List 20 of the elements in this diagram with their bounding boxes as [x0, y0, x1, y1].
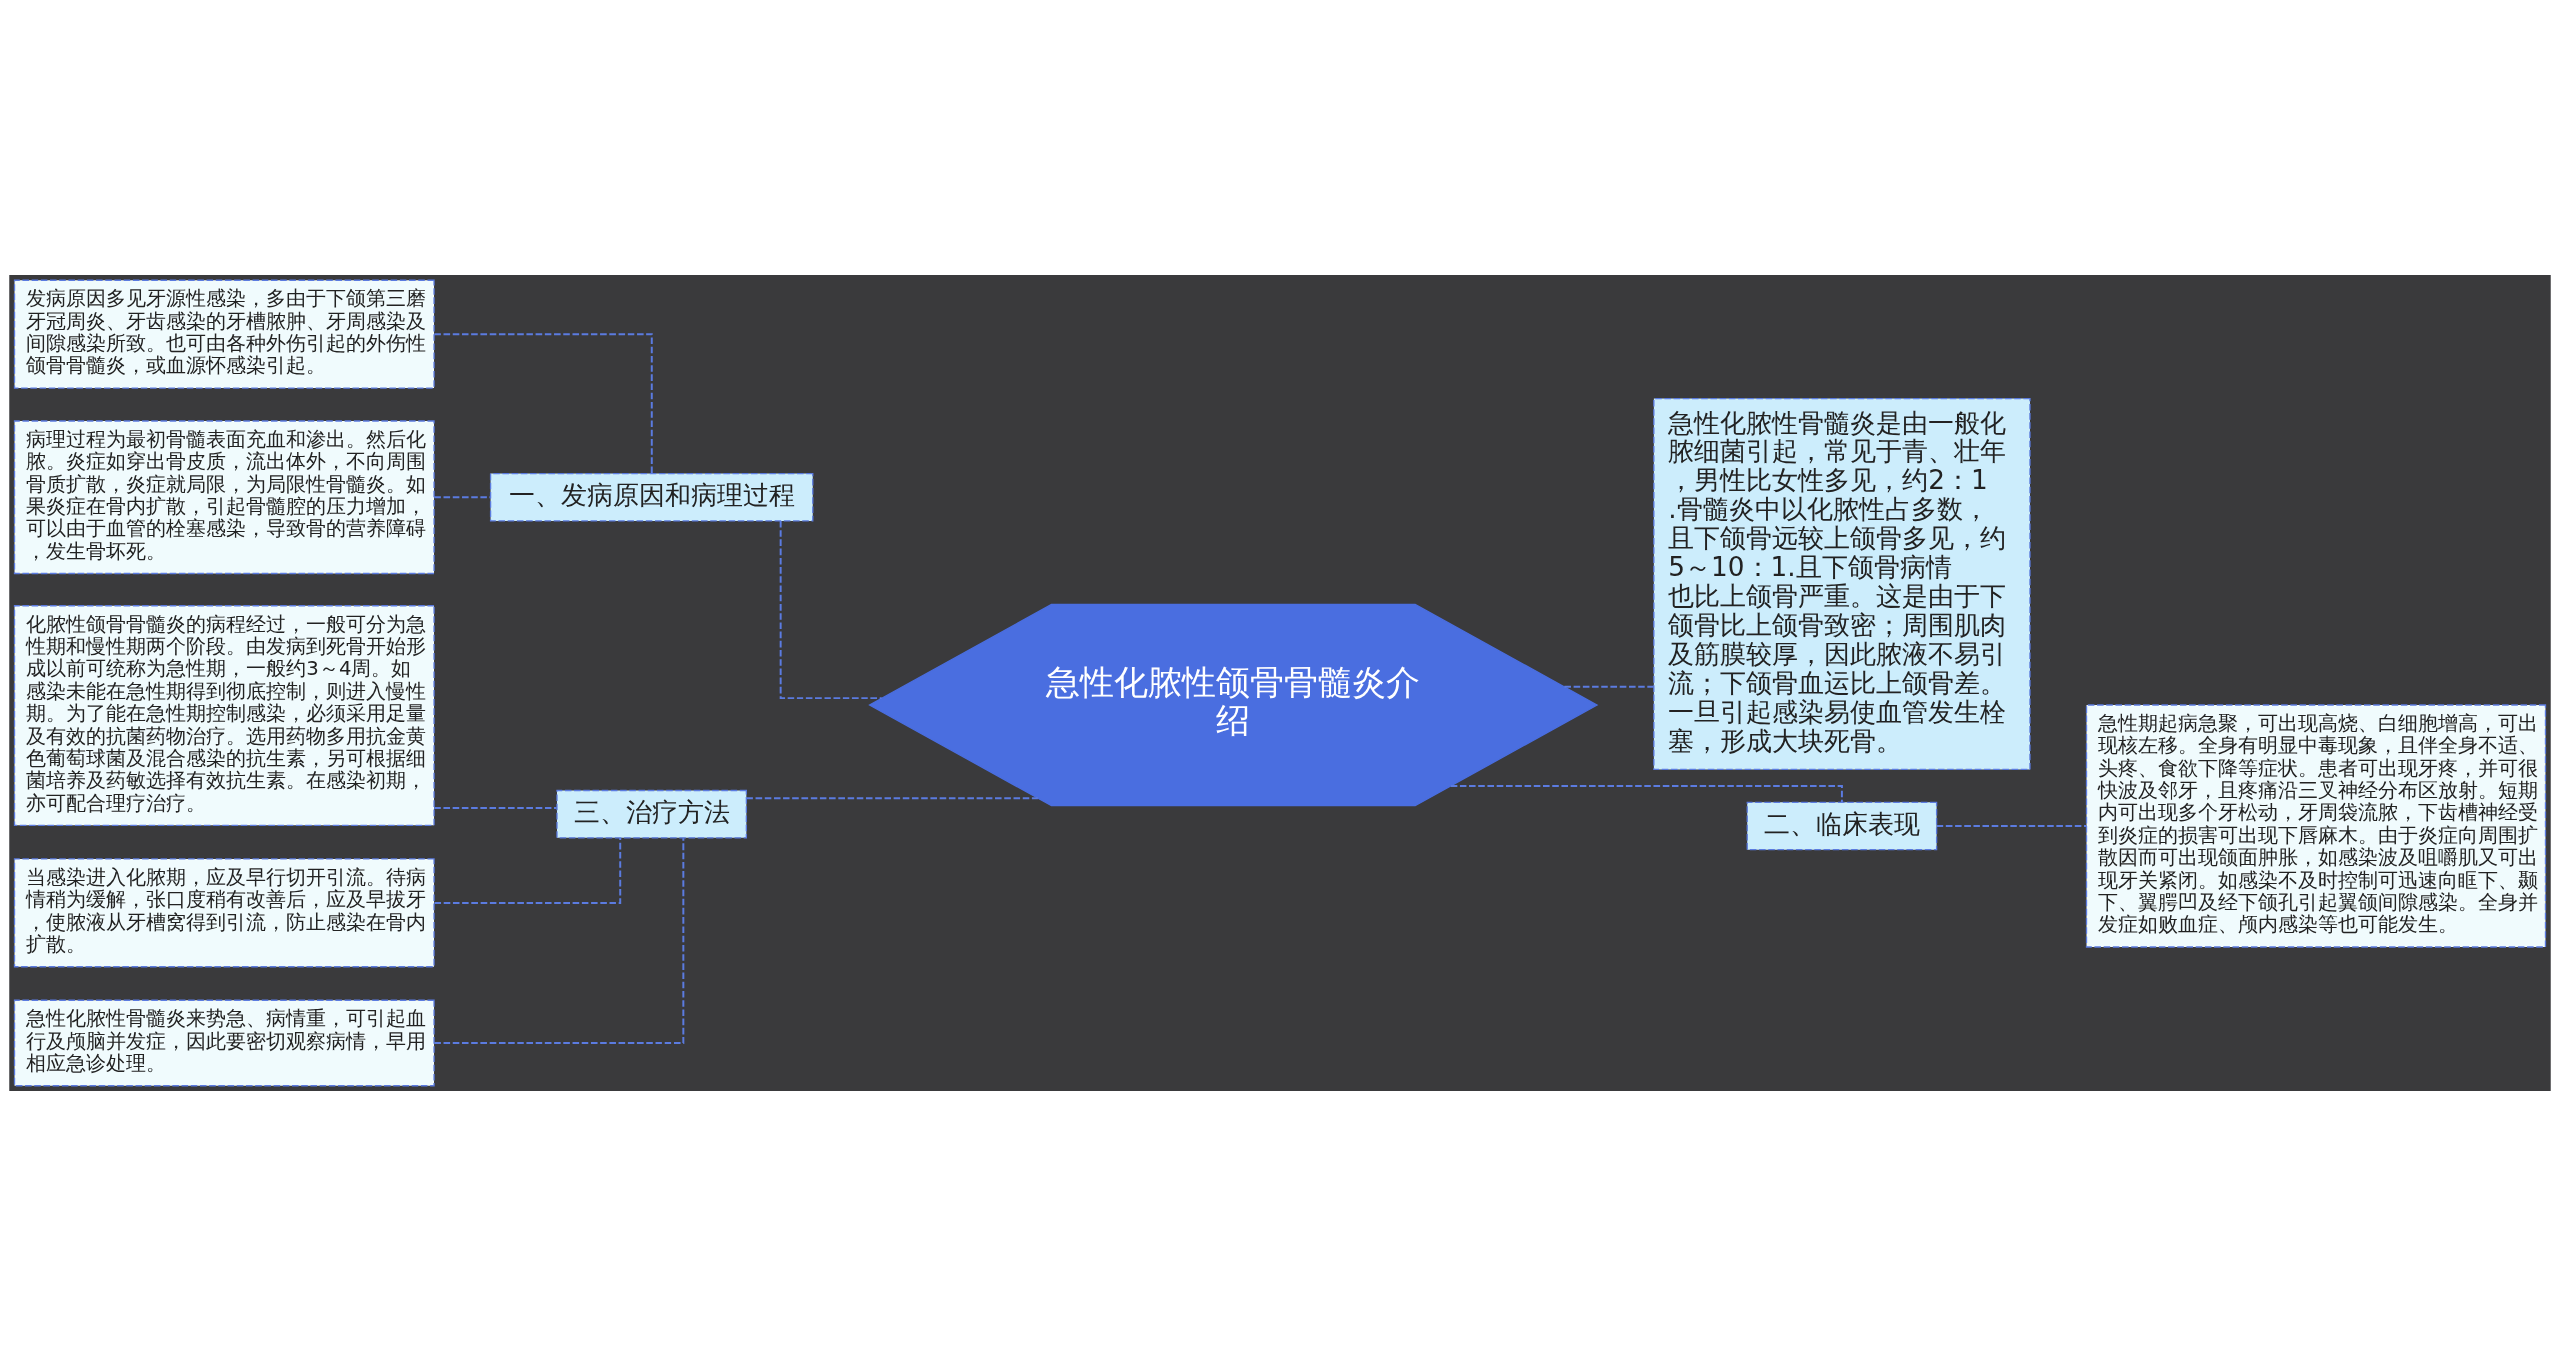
connector — [1935, 825, 2088, 827]
node-box: 发病原因多见牙源性感染，多由于下颌第三磨牙冠周炎、牙齿感染的牙槽脓肿、牙周感染及间隙感染所致。也可由各种外伤引起的外伤性颌骨骨髓炎，或血源怀感染引起。 — [13, 279, 435, 389]
node-box: 三、治疗方法 — [556, 789, 747, 839]
node-box: 一、发病原因和病理过程 — [489, 472, 814, 522]
connector — [433, 333, 653, 475]
connector — [1563, 685, 1655, 688]
node-box: 急性化脓性骨髓炎来势急、病情重，可引起血行及颅脑并发症，因此要密切观察病情，早用相应急诊处理。 — [13, 999, 435, 1087]
node-box: 二、临床表现 — [1746, 801, 1938, 851]
connector — [433, 837, 622, 904]
node-box: 急性化脓性骨髓炎是由一般化脓细菌引起，常见于青、壮年，男性比女性多见，约2：1.骨髓炎中以化脓性占多数，且下颌骨远较上颌骨多见，约5～10：1.且下颌骨病情也比上颌骨严重。这是由于下颌骨比上颌骨致密；周围肌肉及筋膜较厚，因此脓液不易引流；下颌骨血运比上颌骨差。一旦引起感染易使血管发生栓塞，形成大块死骨。 — [1653, 397, 2031, 771]
connector — [433, 837, 685, 1044]
node-box: 急性期起病急聚，可出现高烧、白细胞增高，可出现核左移。全身有明显中毒现象，且伴全身不适、头疼、食欲下降等症状。患者可出现牙疼，并可很快波及邻牙，且疼痛沿三叉神经分布区放射。短期内可出现多个牙松动，牙周袋流脓，下齿槽神经受到炎症的损害可出现下唇麻木。由于炎症向周围扩散因而可出现颌面肿胀，如感染波及咀嚼肌又可出现牙关紧闭。如感染不及时控制可迅速向眶下、颞下、翼腭凹及经下颌孔引起翼颌间隙感染。全身并发症如败血症、颅内感染等也可能发生。 — [2085, 704, 2547, 948]
connector — [779, 520, 883, 700]
node-box: 化脓性颌骨骨髓炎的病程经过，一般可分为急性期和慢性期两个阶段。由发病到死骨开始形成以前可统称为急性期，一般约3～4周。如感染未能在急性期得到彻底控制，则进入慢性期。为了能在急性期控制感染，必须采用足量及有效的抗菌药物治疗。选用药物多用抗金黄色葡萄球菌及混合感染的抗生素，另可根据细菌培养及药敏选择有效抗生素。在感染初期，亦可配合理疗治疗。 — [13, 605, 435, 826]
connector — [1449, 784, 1843, 804]
connector — [745, 797, 1039, 800]
node-box: 病理过程为最初骨髓表面充血和渗出。然后化脓。炎症如穿出骨皮质，流出体外，不向周围骨质扩散，炎症就局限，为局限性骨髓炎。如果炎症在骨内扩散，引起骨髓腔的压力增加，可以由于血管的栓塞感染，导致骨的营养障碍，发生骨坏死。 — [13, 420, 435, 575]
connector — [433, 806, 558, 809]
node-box: 当感染进入化脓期，应及早行切开引流。待病情稍为缓解，张口度稍有改善后，应及早拔牙，使脓液从牙槽窝得到引流，防止感染在骨内扩散。 — [13, 858, 435, 968]
connector — [433, 496, 492, 499]
